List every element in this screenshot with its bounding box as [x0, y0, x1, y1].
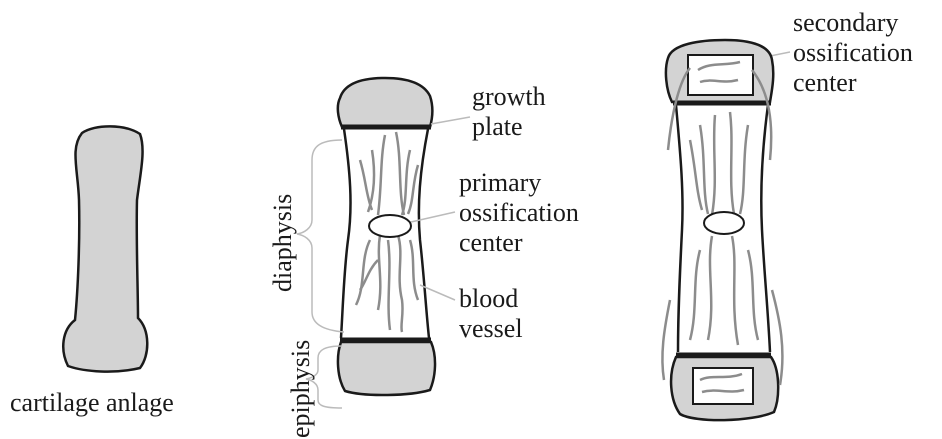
cartilage-anlage-label: cartilage anlage [10, 388, 174, 418]
blood-vessel-label-line1: blood [459, 284, 518, 314]
primary-center-label-line3: center [459, 228, 523, 258]
diaphysis-bracket [297, 140, 344, 332]
secondary-center-label-line1: secondary [793, 8, 898, 38]
blood-vessel-label-line2: vessel [459, 314, 523, 344]
top-epiphysis-cartilage [338, 78, 432, 127]
diaphysis-label: diaphysis [268, 194, 298, 292]
secondary-ossification-bone [662, 40, 782, 420]
primary-ossification-center [369, 215, 411, 237]
cartilage-anlage-shape [63, 126, 147, 371]
growth-plate-label-line2: plate [472, 112, 523, 142]
former-primary-center [704, 212, 744, 234]
secondary-center-label-line3: center [793, 68, 857, 98]
bottom-epiphysis-cartilage [338, 342, 435, 395]
growth-plate-leader [431, 117, 470, 124]
primary-center-leader [411, 212, 455, 222]
secondary-center-label-line2: ossification [793, 38, 913, 68]
primary-center-label-line1: primary [459, 168, 541, 198]
top-secondary-ossification-center [688, 55, 753, 95]
epiphysis-label: epiphysis [286, 340, 316, 438]
bottom-secondary-ossification-center [693, 368, 753, 404]
primary-ossification-bone [338, 78, 435, 395]
primary-center-label-line2: ossification [459, 198, 579, 228]
growth-plate-label-line1: growth [472, 82, 546, 112]
